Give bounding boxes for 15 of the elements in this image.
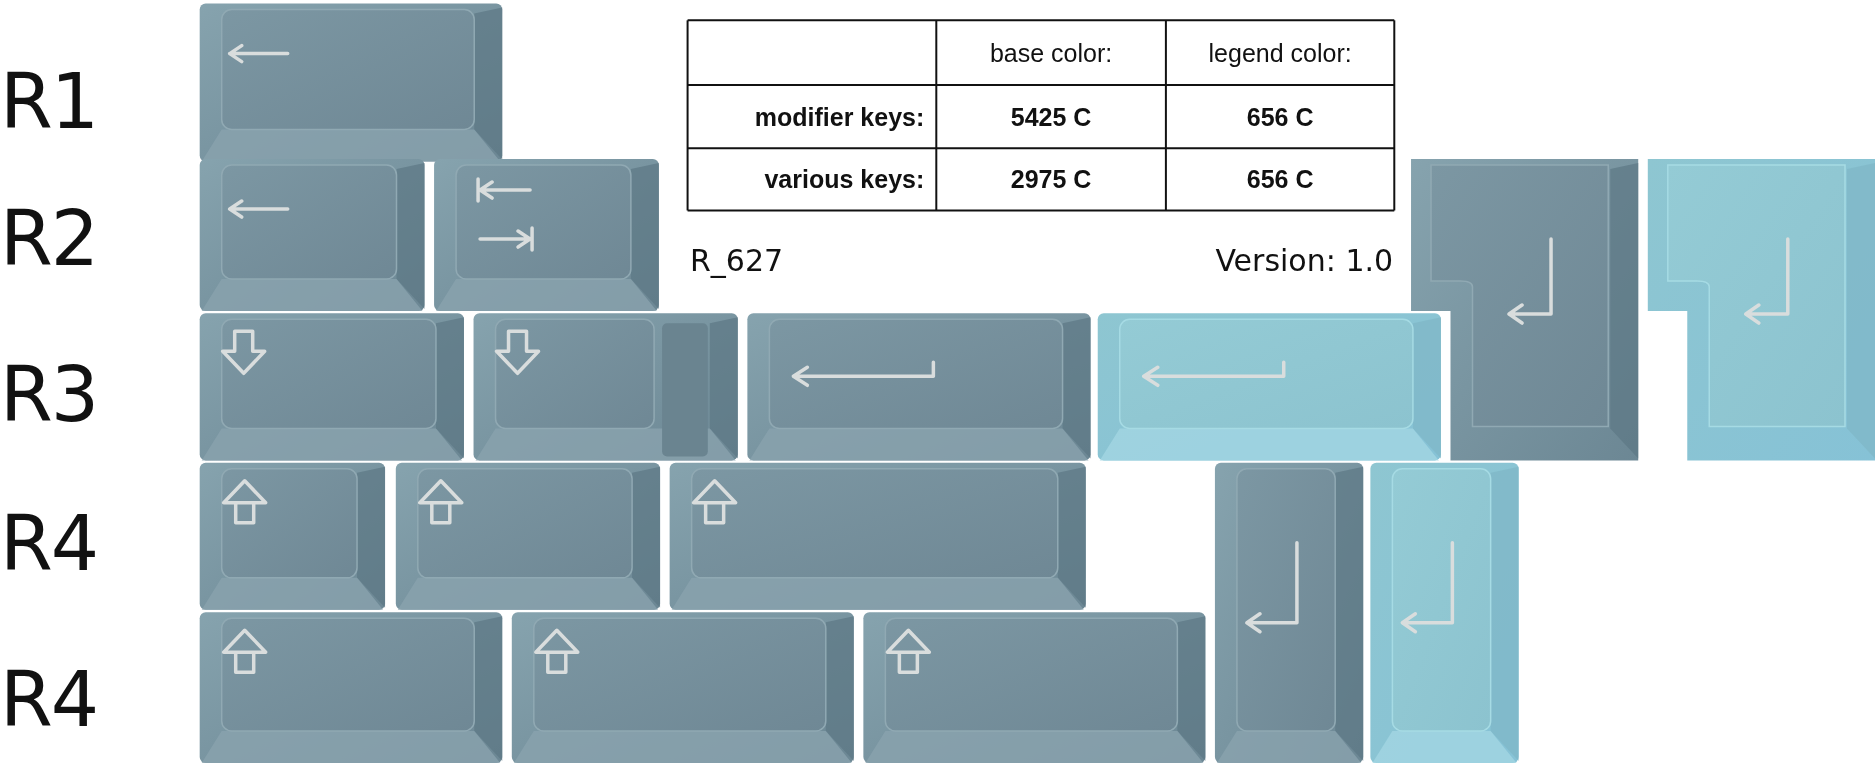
row-label: R1	[0, 63, 98, 140]
row-label: R4	[0, 661, 98, 738]
column-header: base color:	[989, 40, 1113, 66]
version-text: Version: 1.0	[1215, 245, 1394, 276]
color-code: 656 C	[1246, 104, 1314, 130]
color-code: 5425 C	[1010, 104, 1092, 130]
row-header: various keys:	[764, 166, 925, 192]
note-text: R_627	[689, 245, 784, 276]
column-header: legend color:	[1208, 40, 1352, 66]
color-code: 656 C	[1246, 166, 1314, 192]
row-label: R4	[0, 506, 98, 583]
color-code: 2975 C	[1010, 166, 1092, 192]
row-header: modifier keys:	[754, 104, 925, 130]
row-label: R2	[0, 201, 98, 278]
row-label: R3	[0, 356, 98, 433]
